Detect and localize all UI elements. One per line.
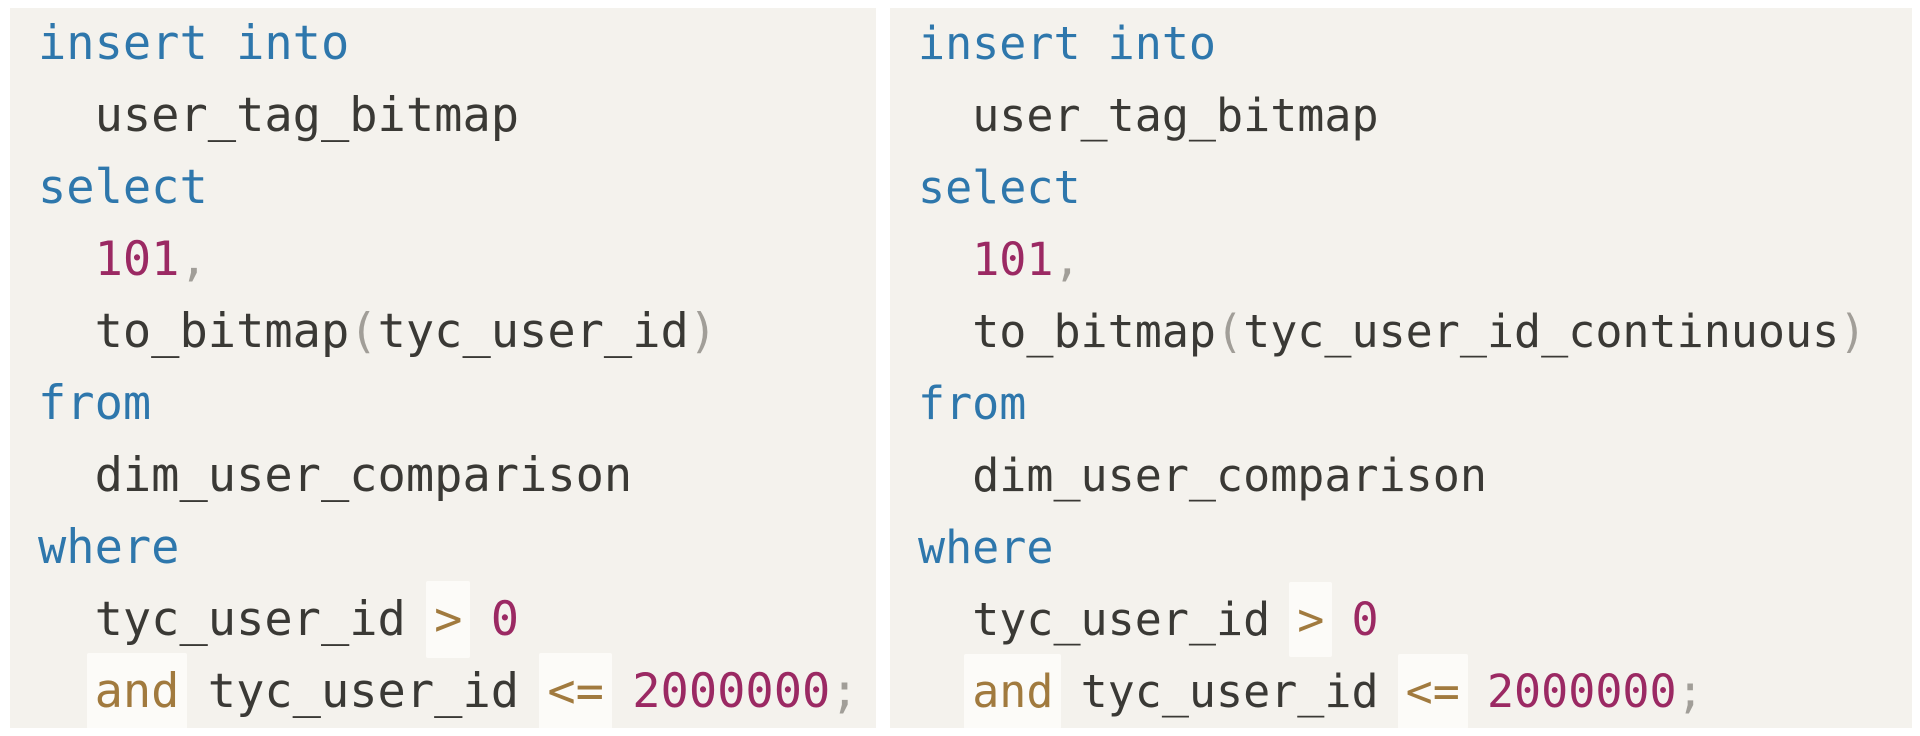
code-line: to_bitmap(tyc_user_id_continuous) xyxy=(918,296,1912,368)
code-token-plain xyxy=(918,89,972,142)
code-token-identifier: dim_user_comparison xyxy=(94,448,633,503)
code-token-plain xyxy=(604,664,632,719)
code-line: dim_user_comparison xyxy=(918,440,1912,512)
code-token-keyword: where xyxy=(918,521,1054,574)
code-token-identifier: tyc_user_id xyxy=(1080,665,1379,718)
code-line: select xyxy=(918,152,1912,224)
code-token-keyword: insert into xyxy=(38,16,350,71)
code-token-operator: > xyxy=(1289,582,1333,657)
code-token-plain xyxy=(918,233,972,286)
code-token-plain xyxy=(38,232,95,287)
code-token-plain xyxy=(918,593,972,646)
code-line: and tyc_user_id <= 2000000; xyxy=(918,654,1912,728)
code-token-identifier: to_bitmap xyxy=(972,305,1217,358)
code-token-identifier: tyc_user_id xyxy=(377,304,689,359)
code-token-number: 101 xyxy=(972,233,1054,286)
code-token-punctuation: ) xyxy=(688,304,718,359)
code-token-identifier: tyc_user_id xyxy=(972,593,1271,646)
code-line: dim_user_comparison xyxy=(38,440,876,512)
code-token-plain xyxy=(179,664,207,719)
code-line: where xyxy=(38,512,876,584)
code-token-punctuation: ; xyxy=(830,664,859,719)
code-token-plain xyxy=(462,592,490,647)
code-token-plain xyxy=(38,88,95,143)
code-token-identifier: dim_user_comparison xyxy=(972,449,1487,502)
code-token-plain xyxy=(1324,593,1351,646)
code-token-plain xyxy=(38,304,95,359)
code-token-plain xyxy=(1053,665,1080,718)
code-token-number: 2000000 xyxy=(632,664,831,719)
code-token-operator: and xyxy=(964,654,1062,728)
code-token-identifier: tyc_user_id_continuous xyxy=(1243,305,1840,358)
code-token-operator: <= xyxy=(539,653,612,728)
code-token-plain xyxy=(918,305,972,358)
code-line: from xyxy=(918,368,1912,440)
code-token-keyword: where xyxy=(38,520,180,575)
code-token-identifier: to_bitmap xyxy=(94,304,350,359)
code-line: and tyc_user_id <= 2000000; xyxy=(38,653,876,728)
code-line: where xyxy=(918,512,1912,584)
code-token-keyword: insert into xyxy=(918,17,1217,70)
code-token-keyword: from xyxy=(918,377,1027,430)
code-token-identifier: tyc_user_id xyxy=(94,592,406,647)
code-line: insert into xyxy=(918,8,1912,80)
code-line: from xyxy=(38,368,876,440)
code-token-plain xyxy=(1460,665,1487,718)
code-token-punctuation: , xyxy=(179,232,208,287)
code-token-identifier: user_tag_bitmap xyxy=(972,89,1379,142)
code-token-operator: <= xyxy=(1397,654,1468,728)
code-line: user_tag_bitmap xyxy=(38,80,876,152)
code-token-operator: and xyxy=(86,653,188,728)
code-line: insert into xyxy=(38,8,876,80)
code-token-number: 0 xyxy=(1351,593,1379,646)
code-token-punctuation: ( xyxy=(349,304,378,359)
code-token-punctuation: ) xyxy=(1839,305,1867,358)
code-token-operator: > xyxy=(426,581,471,658)
code-token-number: 0 xyxy=(490,592,520,647)
code-token-number: 2000000 xyxy=(1486,665,1677,718)
code-token-keyword: from xyxy=(38,376,152,431)
code-line: 101, xyxy=(38,224,876,296)
code-line: select xyxy=(38,152,876,224)
code-token-plain xyxy=(918,449,972,502)
code-line: tyc_user_id > 0 xyxy=(918,582,1912,657)
code-token-identifier: tyc_user_id xyxy=(207,664,520,719)
code-token-plain xyxy=(38,448,95,503)
code-token-punctuation: ( xyxy=(1216,305,1244,358)
code-token-number: 101 xyxy=(94,232,180,287)
code-line: tyc_user_id > 0 xyxy=(38,581,876,658)
code-token-plain xyxy=(38,592,95,647)
code-token-keyword: select xyxy=(918,161,1081,214)
code-line: to_bitmap(tyc_user_id) xyxy=(38,296,876,368)
code-token-identifier: user_tag_bitmap xyxy=(94,88,520,143)
code-token-keyword: select xyxy=(38,160,208,215)
code-token-punctuation: ; xyxy=(1676,665,1704,718)
code-line: 101, xyxy=(918,224,1912,296)
code-line: user_tag_bitmap xyxy=(918,80,1912,152)
code-token-punctuation: , xyxy=(1053,233,1081,286)
